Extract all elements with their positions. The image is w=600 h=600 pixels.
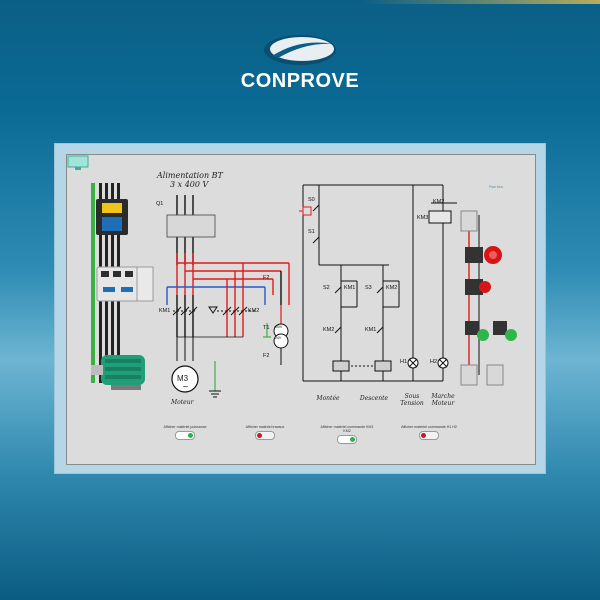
toggle-caption-h: Afficher matériel commande H1 H2 [401,425,457,429]
label-h2: H2 [430,359,438,365]
lamp-h1 [407,357,419,369]
toggle-knob [188,433,193,439]
transformer-t1 [263,305,289,365]
toggle-power-switch[interactable] [175,431,195,441]
power-wiring [166,195,290,337]
label-km1-power: KM1 [159,308,171,314]
toggle-caption-km: Afficher matériel commande KM1 KM2 [320,425,374,434]
label-km1-coil: KM1 [365,327,377,333]
label-s0: S0 [308,197,315,203]
device-photo-column [91,183,154,383]
motor-symbol [171,336,243,398]
label-sous-tension: Sous Tension [397,393,427,407]
supply-voltage: 3 x 400 V [170,180,209,189]
toggle-group-works[interactable]: Afficher matériel travaux [235,425,295,441]
coil-km2 [332,360,350,372]
toggle-group-km[interactable]: Afficher matériel commande KM1 KM2 [317,425,377,445]
label-marche: Marche [431,393,455,400]
s0-stop-button [299,206,312,216]
top-accent-stripe [0,0,600,4]
schematic-panel: Alimentation BT 3 x 400 V Q1 F2 F2 KM1 K… [66,154,536,465]
monitor-label[interactable]: Plan bloc [488,185,504,189]
label-24v: 24V [275,336,282,340]
label-km3: KM3 [417,215,429,221]
monitor-icon[interactable] [67,155,89,171]
contactor-km1-power [172,306,198,316]
pushbutton-photos [460,210,517,386]
label-s2: S2 [323,285,330,291]
toggle-works-switch[interactable] [255,431,275,441]
toggle-group-power[interactable]: Afficher matériel puissance [155,425,215,441]
label-km2-ctrl: KM2 [386,285,398,291]
conprove-logo: CONPROVE [230,34,370,94]
label-tension: Tension [400,400,424,407]
toggle-caption-power: Afficher matériel puissance [163,425,207,429]
toggle-knob [350,437,355,443]
schematic-drawing [91,183,517,398]
label-h1: H1 [400,359,408,365]
label-km2-coil: KM2 [323,327,335,333]
coil-km1 [374,360,392,372]
contactor-km2-power [208,306,257,316]
label-t1: T1 [263,325,270,331]
schematic-frame: Alimentation BT 3 x 400 V Q1 F2 F2 KM1 K… [54,143,546,474]
label-km1-ctrl: KM1 [344,285,356,291]
toggle-caption-works: Afficher matériel travaux [245,425,285,429]
label-km2-power: KM2 [248,308,260,314]
label-400v: 400V [274,325,283,329]
motor-m3-label: M3 [177,374,189,383]
label-moteur: Moteur [431,400,455,407]
label-s3: S3 [365,285,372,291]
motor-tilde: ~ [182,382,189,391]
label-sous: Sous [404,393,420,400]
label-f2-top: F2 [263,275,270,281]
label-descente: Descente [359,395,389,402]
label-km2-right: KM2 [433,199,445,205]
label-q1: Q1 [156,201,164,207]
motor-caption: Moteur [171,399,194,406]
relay-box-km3 [428,210,452,224]
toggle-group-h[interactable]: Afficher matériel commande H1 H2 [399,425,459,441]
label-s1: S1 [308,229,315,235]
label-marche-moteur: Marche Moteur [427,393,459,407]
toggle-knob [421,433,426,439]
toggle-km-switch[interactable] [337,435,357,445]
toggle-knob [257,433,262,439]
logo-swoosh-icon [264,35,336,65]
brand-name: CONPROVE [240,70,360,92]
label-montee: Montée [316,395,340,402]
label-f2-bottom: F2 [263,353,270,359]
toggle-h-switch[interactable] [419,431,439,441]
lamp-h2 [437,357,449,369]
supply-title: Alimentation BT [157,171,223,180]
motor-photo [91,355,145,390]
